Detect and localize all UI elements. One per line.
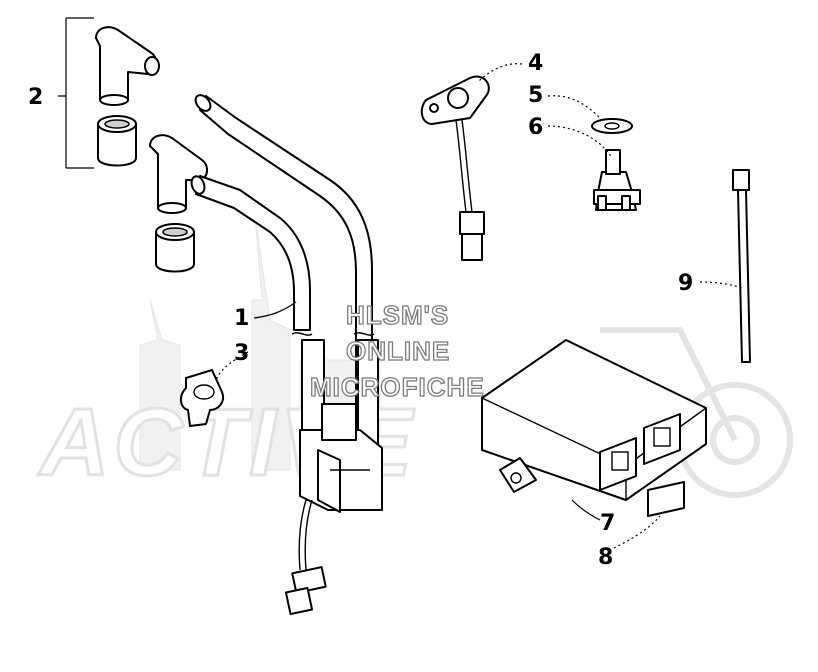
callout-2: 2 bbox=[28, 85, 43, 110]
callout-6: 6 bbox=[528, 115, 543, 140]
callout-7: 7 bbox=[600, 511, 615, 536]
spark-plug-cap-upper bbox=[95, 26, 160, 106]
cable-tie bbox=[732, 169, 751, 363]
callout-5: 5 bbox=[528, 83, 543, 108]
wire-clamp bbox=[180, 369, 224, 427]
callout-9: 9 bbox=[678, 271, 693, 296]
callout-3: 3 bbox=[234, 341, 249, 366]
callout-1: 1 bbox=[234, 306, 249, 331]
overlay-watermark: HLSM'S ONLINE MICROFICHE bbox=[309, 299, 485, 402]
cdi-module bbox=[481, 339, 707, 501]
spark-plug-boot-lower bbox=[155, 223, 195, 273]
ignition-coil bbox=[190, 94, 383, 616]
label-decal bbox=[647, 481, 685, 517]
spark-plug-boot-upper bbox=[97, 115, 137, 167]
callout-8: 8 bbox=[598, 545, 613, 570]
spark-plug-cap-lower bbox=[149, 134, 208, 214]
pressure-switch bbox=[593, 149, 641, 211]
sensor bbox=[420, 75, 490, 261]
washer bbox=[591, 118, 633, 134]
watermark-line1: HLSM'S bbox=[346, 300, 449, 330]
callout-labels: 2 1 3 4 5 6 9 7 8 bbox=[28, 51, 693, 570]
watermark-line3: MICROFICHE bbox=[310, 372, 485, 402]
callout-4: 4 bbox=[528, 51, 543, 76]
watermark-line2: ONLINE bbox=[346, 336, 450, 366]
leader-lines bbox=[58, 17, 743, 549]
